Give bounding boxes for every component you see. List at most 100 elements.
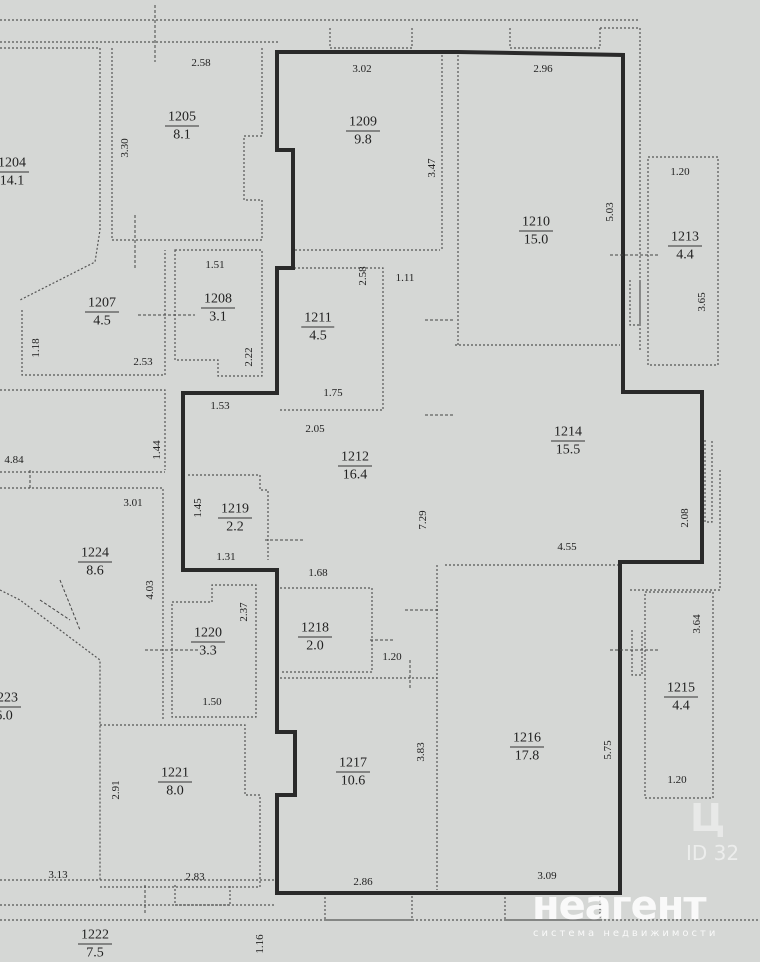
room-number: 1209 — [346, 114, 380, 132]
room-number: 1205 — [165, 109, 199, 127]
room-number: 1212 — [338, 449, 372, 467]
dimension-label: 3.30 — [119, 138, 131, 158]
room-area: 9.8 — [354, 132, 372, 148]
dimension-label: 1.68 — [308, 567, 328, 579]
room-number: 1207 — [85, 295, 119, 313]
dimension-label: 2.83 — [185, 871, 205, 883]
watermark-tagline: система недвижимости — [533, 928, 719, 939]
dimension-label: 2.22 — [243, 347, 255, 367]
dimension-label: 2.37 — [238, 602, 250, 622]
room-area: 17.8 — [514, 748, 540, 764]
dimension-label: 1.75 — [323, 387, 343, 399]
room-number: 1222 — [78, 927, 112, 945]
room-area: 15.5 — [555, 442, 581, 458]
room-number: 1213 — [668, 229, 702, 247]
dimension-label: 1.11 — [395, 272, 415, 284]
dimension-label: 2.05 — [305, 423, 325, 435]
room-area: 16.4 — [342, 467, 368, 483]
dimension-label: 5.03 — [604, 202, 616, 222]
room-number: 1218 — [298, 620, 332, 638]
watermark-cian: Ц — [690, 796, 726, 840]
room-number: 1204 — [0, 155, 29, 173]
dimension-label: 2.91 — [110, 780, 122, 800]
watermark-id: ID 32 — [686, 841, 740, 865]
room-area: 4.5 — [93, 313, 111, 329]
dimension-label: 4.03 — [144, 580, 156, 600]
room-number: 1215 — [664, 680, 698, 698]
dimension-label: 4.84 — [4, 454, 24, 466]
room-area: 8.6 — [86, 563, 104, 579]
room-area: 8.1 — [173, 127, 191, 143]
dimension-label: 2.58 — [191, 57, 211, 69]
room-area: 8.0 — [166, 783, 184, 799]
dimension-label: 1.31 — [216, 551, 236, 563]
dimension-label: 1.51 — [205, 259, 225, 271]
dimension-label: 1.20 — [667, 774, 687, 786]
dimension-label: 1.44 — [151, 440, 163, 460]
dimension-label: 3.13 — [48, 869, 68, 881]
room-number: 1224 — [78, 545, 112, 563]
room-area: 4.5 — [309, 328, 327, 344]
dimension-label: 3.83 — [415, 742, 427, 762]
room-number: 1210 — [519, 214, 553, 232]
dimension-label: 2.96 — [533, 63, 553, 75]
dimension-label: 2.86 — [353, 876, 373, 888]
dimension-label: 2.58 — [357, 266, 369, 286]
room-number: 1208 — [201, 291, 235, 309]
dimension-label: 4.55 — [557, 541, 577, 553]
dimension-label: 2.53 — [133, 356, 153, 368]
room-number: 1214 — [551, 424, 585, 442]
room-number: 1217 — [336, 755, 370, 773]
room-number: 1211 — [301, 310, 335, 328]
room-number: 1223 — [0, 690, 21, 708]
watermark-brand: неагент — [532, 883, 707, 929]
dimension-label: 3.09 — [537, 870, 557, 882]
dimension-label: 1.16 — [254, 934, 266, 954]
dimension-label: 3.01 — [123, 497, 143, 509]
dimension-label: 1.20 — [670, 166, 690, 178]
room-number: 1221 — [158, 765, 192, 783]
room-area: 2.0 — [306, 638, 324, 654]
room-area: 3.1 — [209, 309, 227, 325]
room-area: 10.6 — [340, 773, 366, 789]
dimension-label: 1.45 — [192, 498, 204, 518]
dimension-label: 3.65 — [696, 292, 708, 312]
dimension-label: 7.29 — [417, 510, 429, 530]
room-area: 15.0 — [523, 232, 549, 248]
dimension-label: 1.20 — [382, 651, 402, 663]
room-area: 4.4 — [676, 247, 694, 263]
room-area: 14.1 — [0, 173, 25, 189]
room-area: 4.4 — [672, 698, 690, 714]
dimension-label: 3.02 — [352, 63, 372, 75]
room-area: 3.3 — [199, 643, 217, 659]
room-number: 1216 — [510, 730, 544, 748]
room-number: 1220 — [191, 625, 225, 643]
room-number: 1219 — [218, 501, 252, 519]
dimension-label: 5.75 — [602, 740, 614, 760]
dimension-label: 1.18 — [30, 338, 42, 358]
room-area: 7.5 — [86, 945, 104, 961]
dimension-label: 1.53 — [210, 400, 230, 412]
room-1223: 12236.0 — [0, 690, 21, 725]
room-area: 6.0 — [0, 708, 13, 724]
dimension-label: 3.64 — [691, 614, 703, 634]
